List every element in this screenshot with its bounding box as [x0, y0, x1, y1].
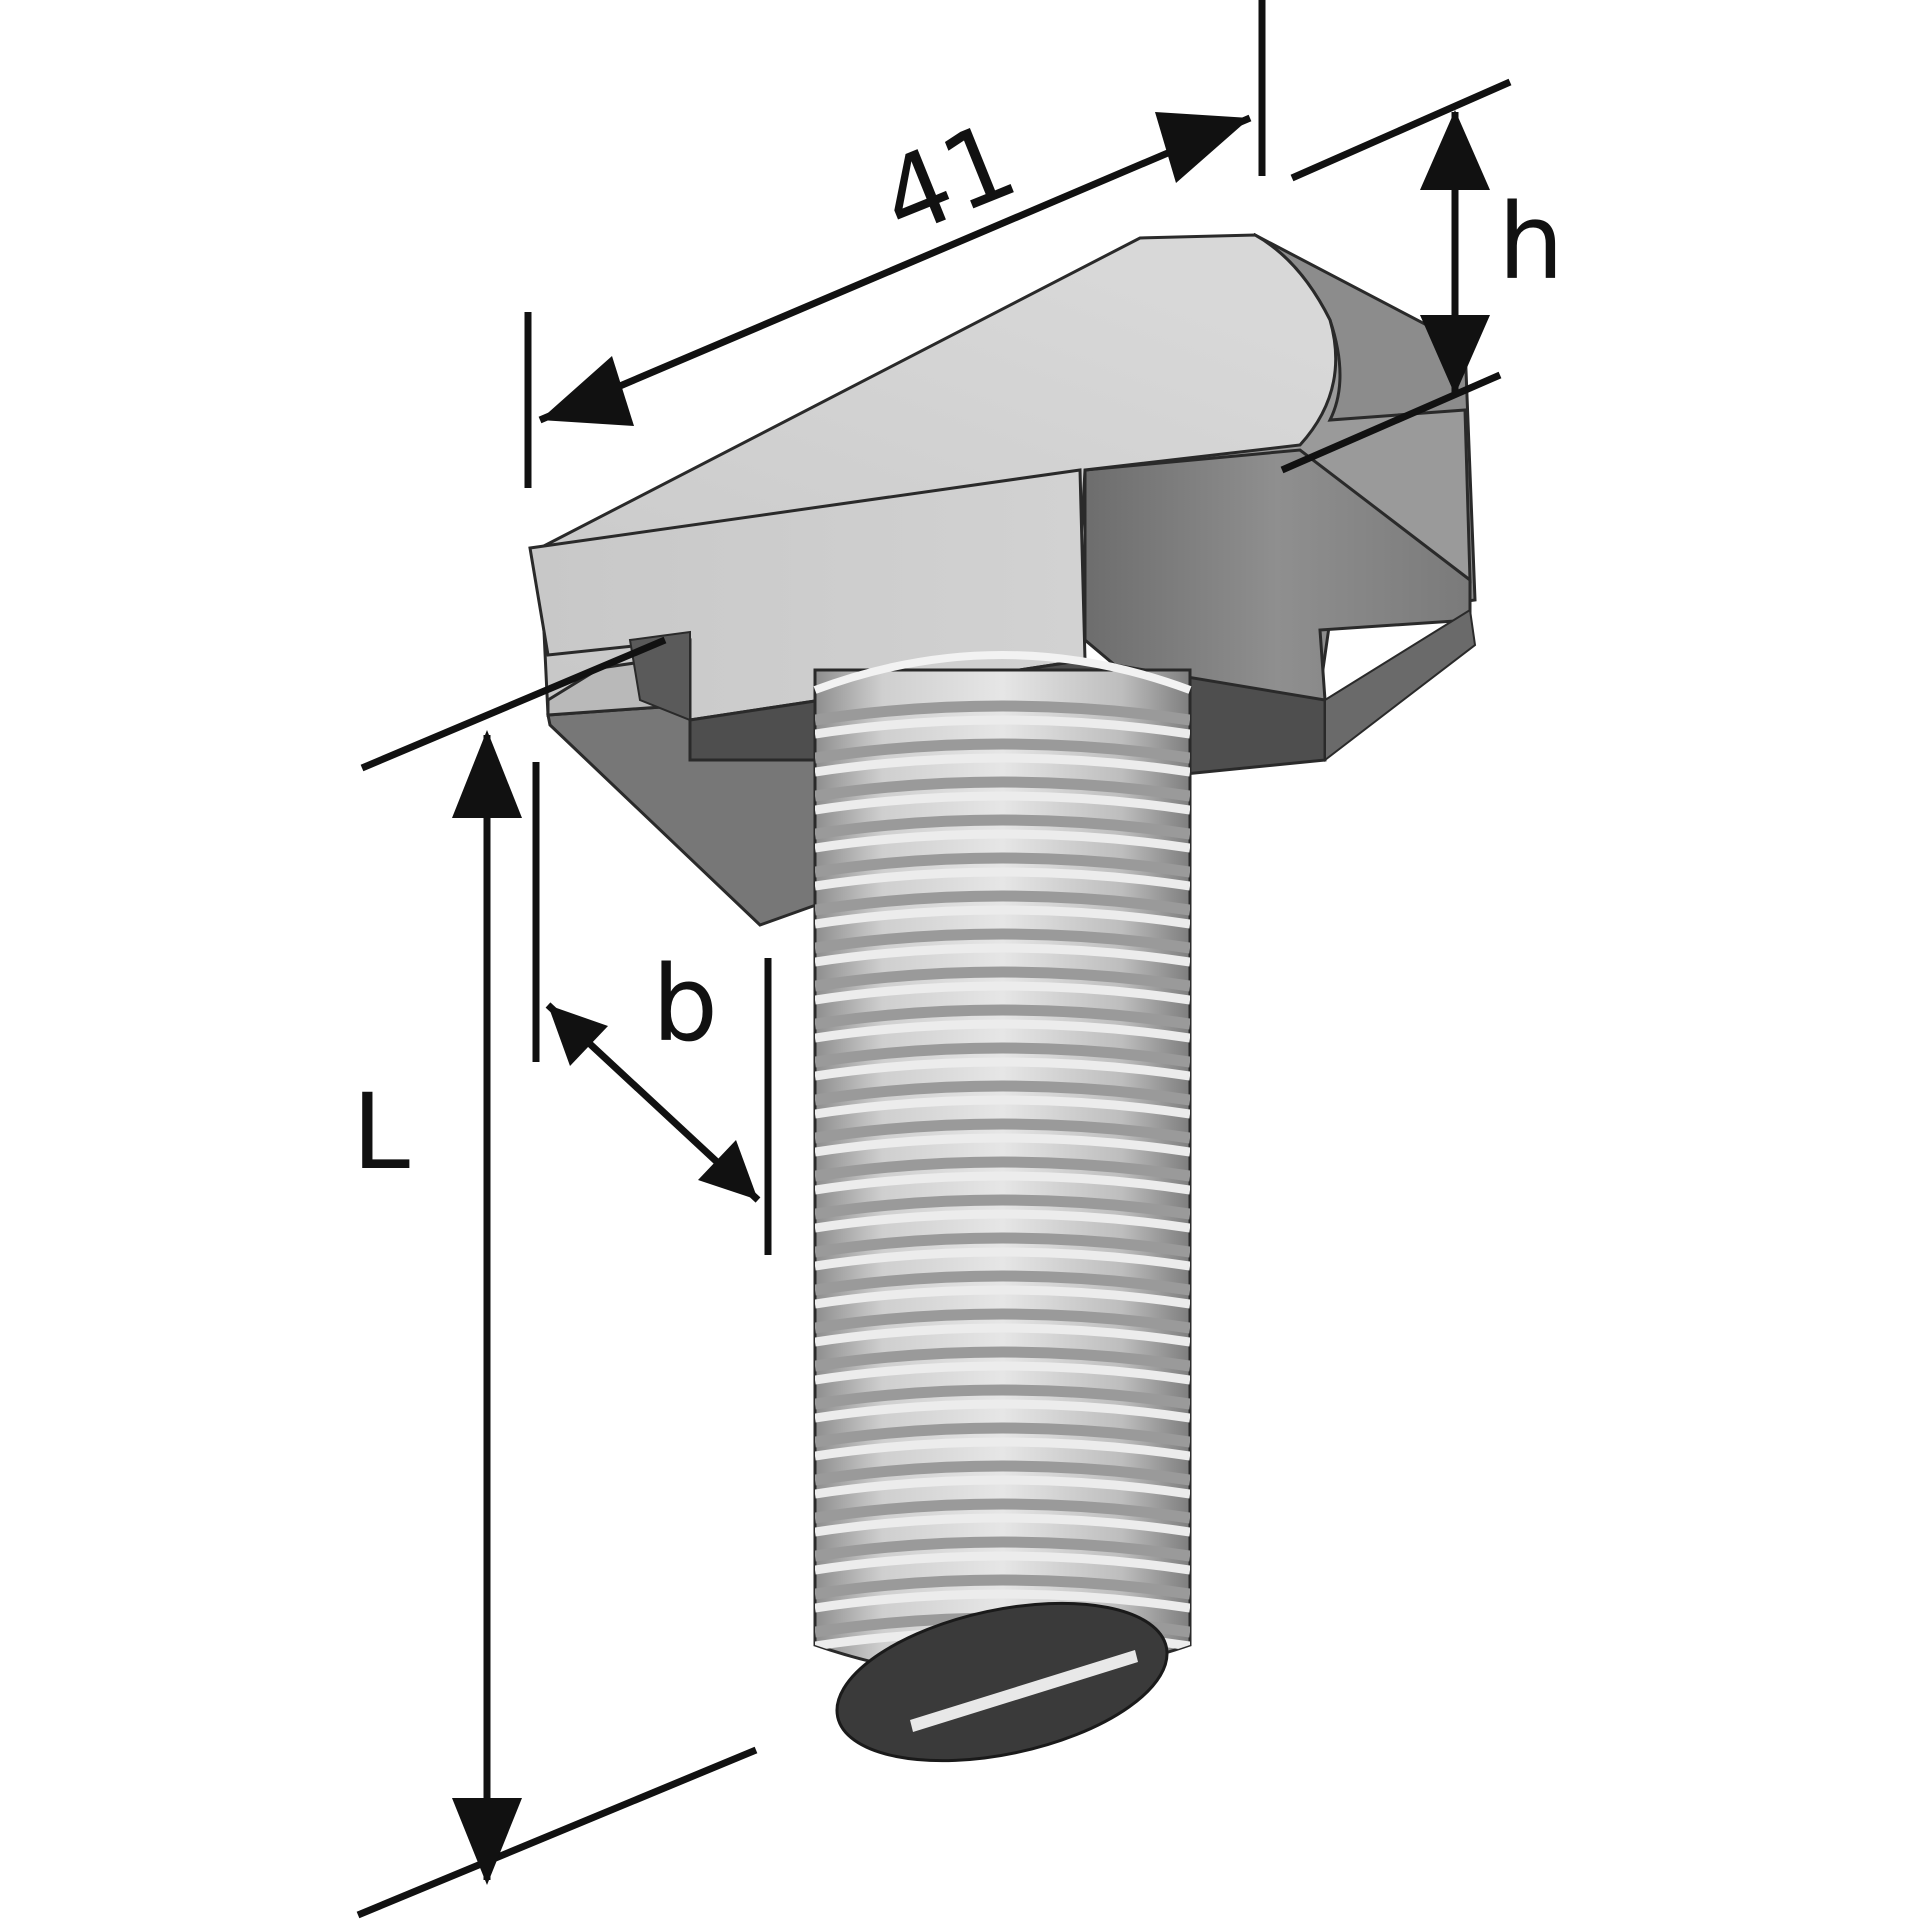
thread-crest: [815, 753, 1190, 777]
dim-L-label: L: [352, 1071, 410, 1193]
bolt-end: [835, 1601, 1169, 1763]
thread-crest: [815, 905, 1190, 929]
thread-root: [815, 1574, 1190, 1600]
thread-root: [815, 1346, 1190, 1372]
thread-root: [815, 1194, 1190, 1220]
dim-h-label: h: [1498, 181, 1564, 303]
dim-h-arrow-top: [1420, 110, 1490, 190]
thread-root: [815, 1118, 1190, 1144]
thread-crest: [815, 1475, 1190, 1499]
thread-crest: [815, 715, 1190, 739]
thread-crest: [815, 1171, 1190, 1195]
dim-h-ext-top: [1290, 78, 1512, 182]
thread-root: [815, 1422, 1190, 1448]
thread-crest: [815, 1057, 1190, 1081]
thread-crest: [815, 1437, 1190, 1461]
dim-41-arrow-left: [540, 356, 634, 426]
thread-root: [815, 738, 1190, 764]
thread-root: [815, 1384, 1190, 1410]
thread-crest: [815, 943, 1190, 967]
thread-root: [815, 1270, 1190, 1296]
bolt-shank: [813, 651, 1192, 1679]
thread-root: [815, 1308, 1190, 1334]
thread-crest: [815, 1323, 1190, 1347]
dim-b-arrow-right: [698, 1140, 758, 1200]
shank-top-cap: [813, 651, 1192, 694]
thread-root: [815, 1042, 1190, 1068]
dimension-b: [532, 762, 772, 1255]
thread-root: [815, 852, 1190, 878]
head-right-lug: [1324, 608, 1477, 763]
thread-crest: [815, 981, 1190, 1005]
thread-root: [815, 814, 1190, 840]
thread-crest: [815, 1551, 1190, 1575]
dim-41-line: [538, 114, 1252, 424]
thread-crest: [815, 829, 1190, 853]
thread-root: [815, 1156, 1190, 1182]
dim-h-ext-bottom: [1280, 371, 1502, 474]
head-front-notch: [628, 630, 691, 722]
bolt-end-slot: [910, 1650, 1138, 1732]
dimension-h: [1280, 78, 1512, 474]
thread-root: [815, 776, 1190, 802]
thread-root: [815, 1536, 1190, 1562]
thread-crest: [815, 1589, 1190, 1613]
thread-root: [815, 928, 1190, 954]
thread-root: [815, 1080, 1190, 1106]
thread-crest: [815, 1247, 1190, 1271]
dim-L-ext-bottom: [356, 1746, 758, 1919]
dim-b-arrow-left: [548, 1005, 608, 1066]
thread-root: [815, 890, 1190, 916]
thread-crest: [815, 1133, 1190, 1157]
dim-L-ext-top: [360, 636, 667, 772]
thread-crest: [815, 1513, 1190, 1537]
dimension-41: [524, 0, 1266, 488]
thread-crest: [815, 791, 1190, 815]
dim-41-label: 41: [864, 98, 1032, 261]
dimension-L: [356, 636, 758, 1919]
dim-L-arrow-top: [452, 730, 522, 818]
dim-L-arrow-bottom: [452, 1798, 522, 1885]
thread-root: [815, 1498, 1190, 1524]
thread-crest: [815, 1209, 1190, 1233]
dim-41-arrow-right: [1155, 112, 1250, 183]
thread-crest: [815, 1019, 1190, 1043]
thread-crest: [815, 1361, 1190, 1385]
thread-root: [815, 1232, 1190, 1258]
thread-root: [815, 1460, 1190, 1486]
thread-crest: [815, 867, 1190, 891]
thread-crest: [815, 1399, 1190, 1423]
dim-b-label: b: [652, 943, 718, 1065]
thread-root: [815, 1004, 1190, 1030]
thread-root: [815, 700, 1190, 726]
thread-crest: [815, 1285, 1190, 1309]
dim-h-arrow-bottom: [1420, 315, 1490, 395]
thread-root: [815, 966, 1190, 992]
thread-crest: [815, 1095, 1190, 1119]
